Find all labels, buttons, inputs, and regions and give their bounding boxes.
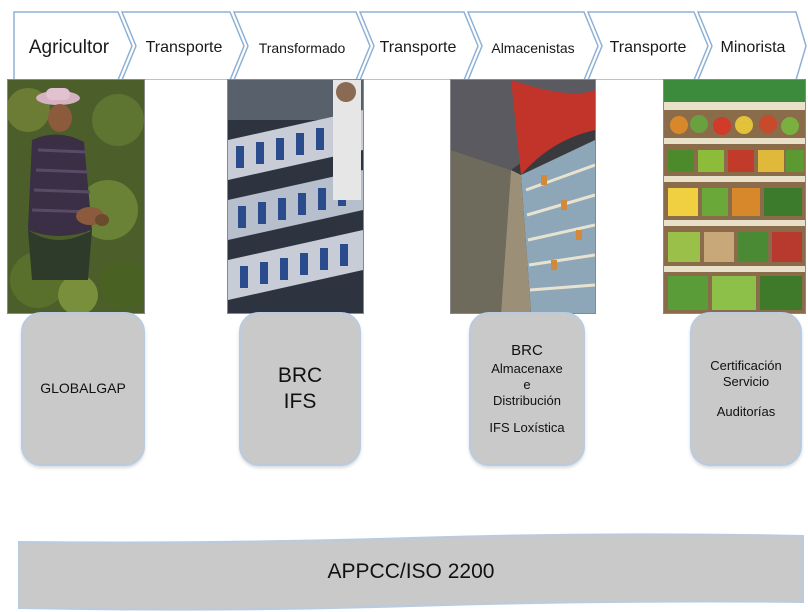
cert-line: IFS Loxística — [489, 419, 565, 435]
stage-label-minorista: Minorista — [720, 39, 786, 56]
cert-line: IFS — [283, 390, 317, 413]
cert-line: Almacenaxe — [491, 360, 563, 376]
warehouse-photo — [450, 79, 596, 314]
farmer-photo — [7, 79, 145, 314]
retail-produce-photo — [663, 79, 806, 314]
chevron-transporte-1 — [120, 11, 245, 80]
stage-label-transporte-2: Transporte — [379, 39, 457, 56]
chevron-almacenistas — [466, 11, 599, 80]
stage-label-agricultor: Agricultor — [28, 37, 110, 58]
cert-line: e — [523, 377, 531, 393]
chevron-agricultor — [13, 11, 133, 80]
cert-box-globalgap: GLOBALGAP — [21, 312, 145, 466]
stage-label-transporte-3: Transporte — [609, 39, 687, 56]
cert-line: Servicio — [722, 373, 770, 389]
cert-line: Auditorías — [716, 404, 776, 420]
process-flow — [13, 11, 807, 80]
cert-box-brc-almacenaxe: BRC Almacenaxe e Distribución IFS Loxíst… — [469, 312, 585, 466]
cert-line: GLOBALGAP — [40, 380, 126, 397]
factory-photo — [227, 79, 364, 314]
cert-line: BRC — [277, 363, 323, 387]
stage-label-transporte-1: Transporte — [145, 39, 223, 56]
cert-box-certificacion-servicio: Certificación Servicio Auditorías — [690, 312, 802, 466]
stage-label-almacenistas: Almacenistas — [491, 40, 575, 56]
chevron-transporte-3 — [586, 11, 709, 80]
cert-line: Certificación — [710, 357, 782, 373]
banner-label: APPCC/ISO 2200 — [327, 560, 495, 583]
chevron-minorista — [696, 11, 807, 80]
cert-box-brc-ifs: BRC IFS — [239, 312, 361, 466]
cert-line: Distribución — [493, 393, 561, 409]
cert-line: BRC — [511, 342, 543, 360]
chevron-transformado — [232, 11, 371, 80]
stage-label-transformado: Transformado — [258, 40, 346, 56]
chevron-transporte-2 — [358, 11, 479, 80]
